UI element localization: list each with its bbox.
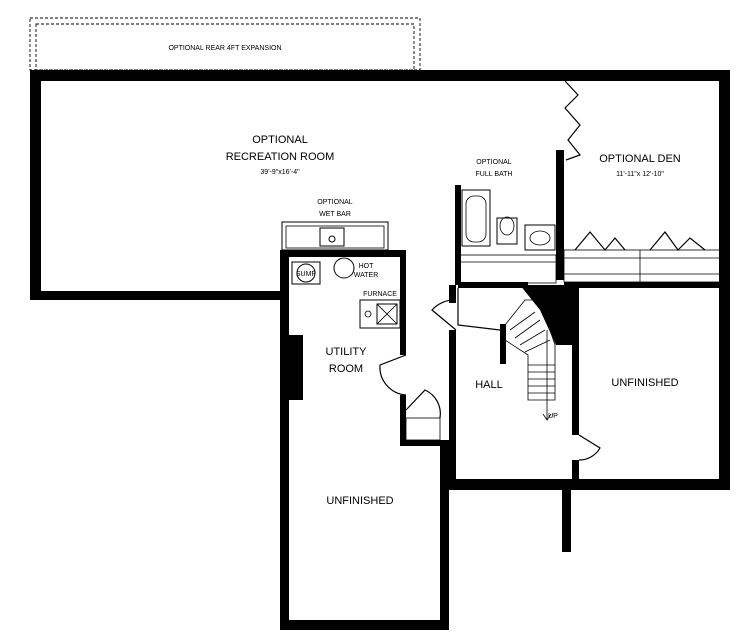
recreation-room-label-2: RECREATION ROOM [226, 151, 335, 163]
hall-label: HALL [475, 379, 503, 391]
wet-bar-label-1: OPTIONAL [317, 199, 353, 206]
den-label: OPTIONAL DEN [599, 153, 681, 165]
rear-expansion-label: OPTIONAL REAR 4FT EXPANSION [168, 45, 281, 52]
den-dims: 11'-11"x 12'-10" [616, 171, 664, 178]
full-bath-label-1: OPTIONAL [476, 159, 512, 166]
hot-water-label-2: WATER [354, 272, 379, 279]
utility-room-label-2: ROOM [329, 363, 363, 375]
wet-bar-label-2: WET BAR [319, 211, 351, 218]
full-bath-label-2: FULL BATH [476, 171, 513, 178]
unfinished-left-label: UNFINISHED [326, 495, 393, 507]
sump-label: SUMP [296, 271, 317, 278]
unfinished-right-label: UNFINISHED [611, 377, 678, 389]
room-labels: OPTIONAL REAR 4FT EXPANSION OPTIONAL REC… [168, 45, 680, 507]
hot-water-label-1: HOT [359, 263, 375, 270]
interior-details [281, 80, 721, 461]
furnace-label: FURNACE [363, 291, 397, 298]
utility-room-label-1: UTILITY [326, 346, 368, 358]
stairs-up-label: UP [548, 413, 558, 420]
recreation-room-label-1: OPTIONAL [252, 134, 308, 146]
recreation-room-dims: 39'-9"x16'-4" [260, 169, 300, 176]
rear-expansion-outline [29, 17, 421, 71]
